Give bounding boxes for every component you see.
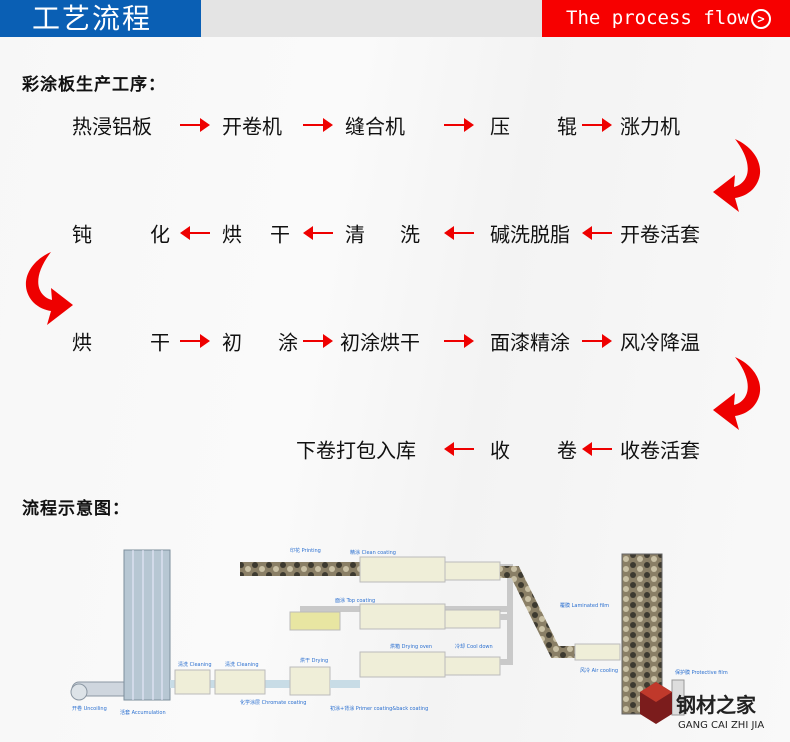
step-char: 钝 <box>72 222 92 247</box>
process-diagram: 开卷 Uncoiling 活套 Accumulation 清洗 Cleaning… <box>70 547 764 731</box>
chevron-right-circle-icon[interactable]: > <box>751 8 772 29</box>
process-step: 风冷降温 <box>620 330 700 355</box>
step-char: 烘 <box>222 222 242 247</box>
step-char: 烘 <box>72 330 92 355</box>
arrow-right-icon <box>180 118 210 132</box>
process-flow-banner[interactable]: The process flow> <box>542 0 790 37</box>
diagram-label: 开卷 Uncoiling <box>72 705 107 712</box>
process-step: 面漆精涂 <box>490 330 570 355</box>
arrow-left-icon <box>444 226 474 240</box>
watermark-logo: 钢材之家 GANG CAI ZHI JIA <box>640 682 764 731</box>
process-step: 缝合机 <box>345 114 405 139</box>
step-char: 压 <box>490 114 510 139</box>
diagram-label: 精涂 Clean coating <box>350 549 396 556</box>
diagram-label: 化学涂层 Chromate coating <box>240 699 306 706</box>
diagram-label: 风冷 Air cooling <box>580 667 618 674</box>
step-char: 化 <box>150 222 170 247</box>
entry-accumulator <box>123 549 171 701</box>
step-char: 初 <box>222 330 242 355</box>
section-title-process: 彩涂板生产工序： <box>22 75 166 95</box>
diagram-label: 清洗 Cleaning <box>225 661 259 668</box>
process-step: 压辊 <box>490 111 577 140</box>
curved-arrow-icon <box>713 139 761 212</box>
process-step: 收卷 <box>490 435 577 464</box>
diagram-label: 冷却 Cool down <box>455 643 493 650</box>
process-step: 下卷打包入库 <box>296 438 416 463</box>
diagram-label: 活套 Accumulation <box>120 709 166 716</box>
step-char: 辊 <box>557 114 577 139</box>
diagram-label: 烘箱 Drying oven <box>390 643 432 650</box>
arrow-right-icon <box>582 118 612 132</box>
process-step: 烘干 <box>72 327 170 356</box>
process-step: 钝化 <box>72 219 170 248</box>
arrow-right-icon <box>303 118 333 132</box>
process-step: 初涂 <box>222 327 298 356</box>
curved-arrow-icon <box>25 252 73 325</box>
process-step: 初涂烘干 <box>340 330 420 355</box>
process-step: 开卷机 <box>222 114 282 139</box>
arrow-left-icon <box>303 226 333 240</box>
banner-label: The process flow <box>566 7 750 29</box>
watermark-en: GANG CAI ZHI JIA <box>678 720 764 731</box>
diagram-label: 烘干 Drying <box>300 657 328 664</box>
curved-arrow-icon <box>713 357 761 430</box>
diagram-label: 清洗 Cleaning <box>178 661 212 668</box>
diagram-label: 印花 Printing <box>290 547 321 554</box>
step-char: 干 <box>270 222 290 247</box>
arrow-left-icon <box>444 442 474 456</box>
section-title-diagram: 流程示意图： <box>22 499 130 519</box>
step-char: 收 <box>490 438 510 463</box>
arrow-right-icon <box>582 334 612 348</box>
arrow-left-icon <box>582 226 612 240</box>
arrow-right-icon <box>444 334 474 348</box>
step-char: 清 <box>345 222 365 247</box>
watermark-cn: 钢材之家 <box>676 693 757 717</box>
process-step: 收卷活套 <box>620 438 700 463</box>
process-step: 开卷活套 <box>620 222 700 247</box>
diagram-label: 保护膜 Protective film <box>675 669 728 676</box>
process-step: 涨力机 <box>620 114 680 139</box>
diagram-label: 覆膜 Laminated film <box>560 602 609 609</box>
step-char: 洗 <box>400 222 420 247</box>
arrow-left-icon <box>582 442 612 456</box>
arrow-right-icon <box>444 118 474 132</box>
process-step: 清洗 <box>345 219 420 248</box>
process-step: 热浸铝板 <box>72 114 152 139</box>
diagram-label: 初涂+背涂 Primer coating&back coating <box>330 705 428 712</box>
process-step: 烘干 <box>222 219 290 248</box>
step-char: 涂 <box>278 330 298 355</box>
process-step: 碱洗脱脂 <box>490 222 570 247</box>
step-char: 干 <box>150 330 170 355</box>
arrow-left-icon <box>180 226 210 240</box>
step-char: 卷 <box>557 438 577 463</box>
diagram-label: 面涂 Top coating <box>335 597 375 604</box>
uncoiler <box>70 681 131 701</box>
arrow-right-icon <box>303 334 333 348</box>
arrow-right-icon <box>180 334 210 348</box>
page-title: 工艺流程 <box>0 0 201 37</box>
